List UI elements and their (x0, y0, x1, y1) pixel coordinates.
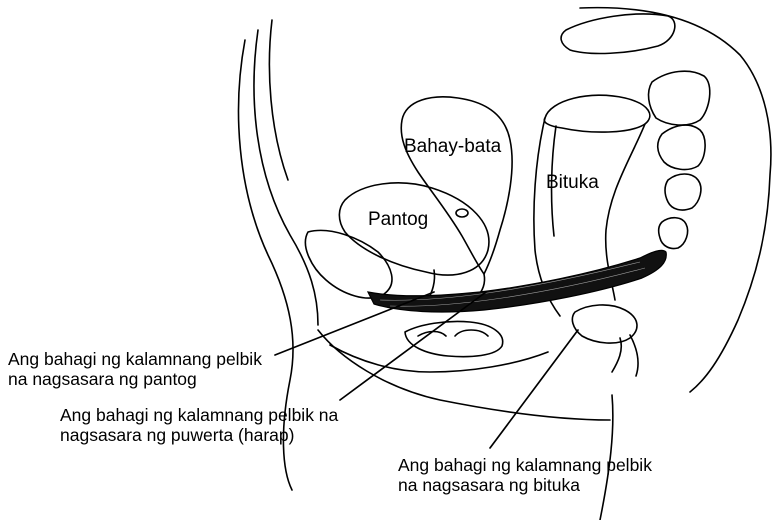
bladder-label: Pantog (368, 209, 428, 230)
body-outline-back (580, 8, 771, 392)
callout-bladder-closure-line2: na nagsasara ng pantog (8, 370, 262, 390)
abdominal-wall-line (269, 20, 288, 180)
callout-bladder-closure: Ang bahagi ng kalamnang pelbik na nagsas… (8, 350, 262, 389)
pubic-bone (305, 230, 392, 298)
callout-vagina-closure-line1: Ang bahagi ng kalamnang pelbik na (60, 406, 338, 426)
vulva-outline (405, 321, 503, 356)
anal-region (572, 305, 637, 343)
vertebra-1 (561, 14, 675, 54)
pelvic-floor-muscle (368, 250, 666, 312)
rectum-label: Bituka (546, 172, 599, 193)
leader-line-bladder (275, 292, 434, 355)
callout-bowel-closure-line2: na nagsasara ng bituka (398, 476, 652, 496)
callout-bladder-closure-line1: Ang bahagi ng kalamnang pelbik (8, 350, 262, 370)
abdominal-wall-inner (254, 30, 318, 325)
uterus-label: Bahay-bata (404, 136, 501, 157)
vulva-inner-2 (455, 330, 488, 336)
vertebra-2 (649, 71, 710, 125)
bowel-opening (544, 95, 650, 132)
vertebra-4 (665, 174, 701, 210)
vertebra-5 (659, 218, 688, 249)
callout-bowel-closure: Ang bahagi ng kalamnang pelbik na nagsas… (398, 456, 652, 495)
leader-line-bowel (490, 330, 578, 448)
uterus-outline (401, 97, 512, 274)
lower-body-curve (318, 330, 610, 420)
callout-bowel-closure-line1: Ang bahagi ng kalamnang pelbik (398, 456, 652, 476)
vertebra-3 (658, 125, 705, 169)
bladder-opening (456, 209, 468, 217)
callout-vagina-closure: Ang bahagi ng kalamnang pelbik na nagsas… (60, 406, 338, 445)
callout-vagina-closure-line2: nagsasara ng puwerta (harap) (60, 426, 338, 446)
